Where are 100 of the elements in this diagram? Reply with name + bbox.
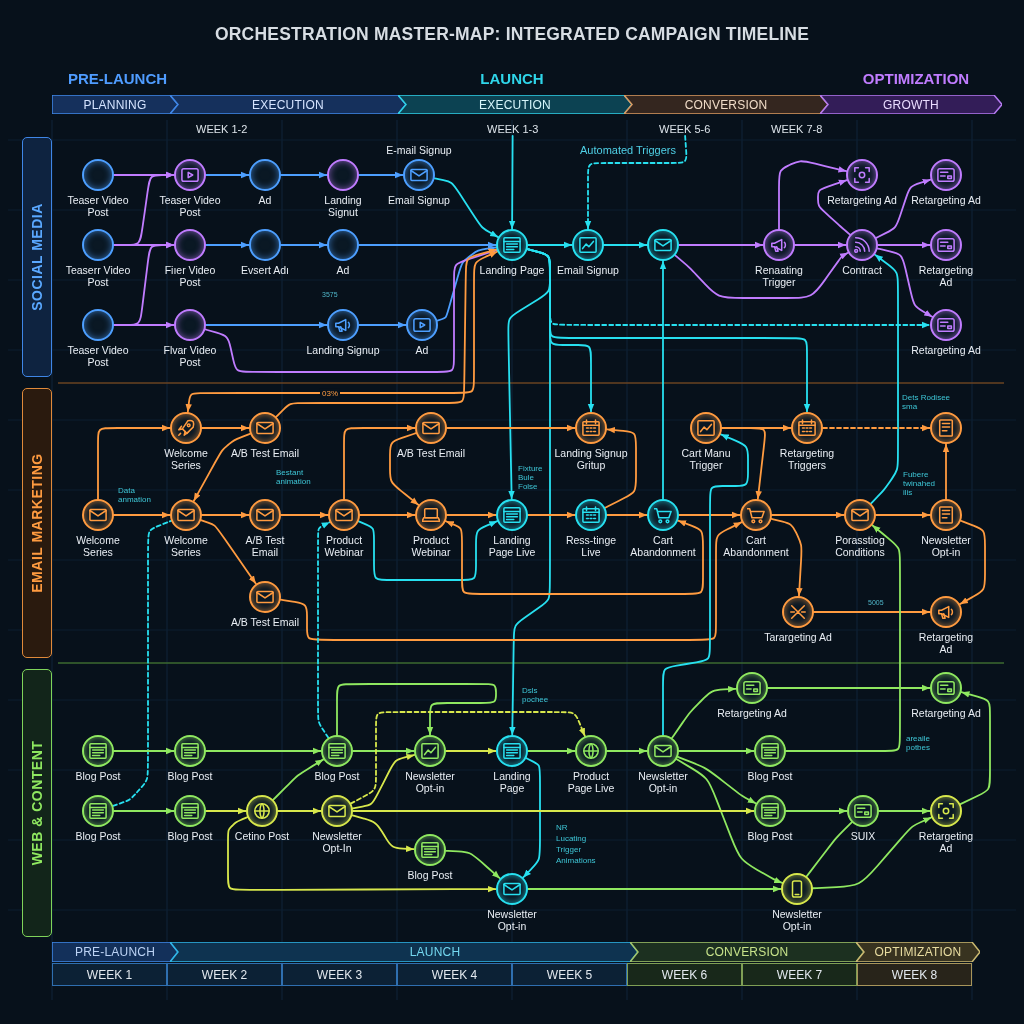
week-name: WEEK 6 bbox=[661, 967, 708, 982]
step-label: Newsletter Opt-in bbox=[920, 534, 972, 558]
arrow bbox=[508, 135, 516, 230]
step-label: Teaser Video Post bbox=[158, 194, 222, 218]
arrow bbox=[767, 684, 931, 692]
arrow bbox=[812, 816, 933, 890]
phase-banner bbox=[856, 942, 980, 962]
annotation-text: NR bbox=[556, 823, 568, 832]
step-label: Blog Post bbox=[74, 770, 122, 782]
arrow bbox=[677, 756, 757, 805]
step-label: Cetino Post bbox=[233, 830, 291, 842]
phase-banner bbox=[170, 942, 638, 962]
phase-banner bbox=[398, 95, 632, 114]
annotation-text: Fixture Bule Folse bbox=[518, 464, 544, 491]
annotation-text: Automated Triggers bbox=[580, 144, 676, 156]
arrow bbox=[675, 758, 784, 884]
step-label: A/B Test Email bbox=[229, 447, 301, 459]
timeline-week bbox=[742, 963, 857, 986]
annotation-text: Trigger bbox=[556, 845, 582, 854]
annotation-text: Animations bbox=[556, 856, 596, 865]
annotation-text: Fubere twinahed ilis bbox=[903, 470, 937, 497]
week-name: WEEK 8 bbox=[891, 967, 938, 982]
arrow bbox=[358, 241, 497, 249]
step-note: E-mail Signup bbox=[385, 144, 453, 156]
step-label: Ad bbox=[335, 264, 351, 276]
step-label: Ad bbox=[414, 344, 430, 356]
step-label: A/B Test Email bbox=[395, 447, 467, 459]
step-label: Blog Post bbox=[406, 869, 454, 881]
step-label: Email Signup bbox=[556, 264, 620, 276]
dashed-connector-line bbox=[112, 520, 172, 807]
phase-heading: PRE-LAUNCH bbox=[66, 70, 169, 87]
arrow bbox=[942, 443, 950, 500]
step-label: Landing Signut bbox=[323, 194, 363, 218]
swimlane-header bbox=[22, 388, 52, 658]
arrow bbox=[527, 511, 576, 519]
arrow bbox=[603, 241, 648, 249]
arrow bbox=[959, 691, 991, 805]
arrow bbox=[279, 521, 743, 641]
phase-name: PRE-LAUNCH bbox=[75, 945, 155, 959]
step-label: Welcome Series bbox=[163, 447, 209, 471]
step-label: Retargeting Ad bbox=[716, 707, 788, 719]
arrow bbox=[770, 518, 803, 597]
week-name: WEEK 4 bbox=[431, 967, 478, 982]
annotation-text: Dets Rodisee sma bbox=[902, 393, 952, 411]
arrow bbox=[527, 241, 573, 249]
arrow bbox=[113, 807, 175, 815]
step-label: Newsletter Opt-in bbox=[404, 770, 456, 794]
phase-banner bbox=[820, 95, 1002, 114]
dashed-arrow bbox=[584, 135, 688, 230]
step-circle bbox=[647, 229, 679, 261]
step-label: Blog Post bbox=[166, 830, 214, 842]
step-label: Retargeting Ad bbox=[910, 344, 982, 356]
step-label: Welcome Series bbox=[75, 534, 121, 558]
week-name: WEEK 1 bbox=[86, 967, 133, 982]
arrow bbox=[604, 426, 637, 509]
timeline-week bbox=[167, 963, 282, 986]
arrow bbox=[201, 424, 250, 432]
arrow bbox=[671, 686, 737, 739]
step-label: Blog Post bbox=[746, 830, 794, 842]
step-label: Product Page Live bbox=[566, 770, 616, 794]
arrow bbox=[678, 511, 741, 519]
phase-banner bbox=[170, 95, 406, 114]
step-label: Ress-tinge Live bbox=[564, 534, 618, 558]
arrow bbox=[351, 814, 415, 852]
week-range-label: WEEK 1-3 bbox=[487, 123, 539, 136]
arrow bbox=[352, 747, 415, 755]
arrow bbox=[721, 424, 792, 432]
arrow bbox=[794, 241, 847, 249]
step-label: Landing Signup Gritup bbox=[553, 447, 629, 471]
arrow bbox=[606, 747, 648, 755]
step-label: Teaser Video Post bbox=[66, 194, 130, 218]
step-label: Newsletter Opt-in bbox=[771, 908, 823, 932]
arrow bbox=[277, 807, 322, 815]
arrow bbox=[771, 511, 845, 519]
step-label: A/B Test Email bbox=[244, 534, 286, 558]
arrow bbox=[870, 253, 899, 505]
arrow bbox=[875, 511, 931, 519]
arrow bbox=[959, 519, 986, 606]
step-label: Teaserr Video Post bbox=[64, 264, 132, 288]
arrow bbox=[875, 178, 932, 239]
arrow bbox=[352, 807, 755, 815]
arrow bbox=[527, 747, 576, 755]
step-label: Fiıer Video Post bbox=[163, 264, 217, 288]
timeline-week bbox=[512, 963, 627, 986]
arrow bbox=[227, 816, 497, 893]
step-label: Blog Post bbox=[313, 770, 361, 782]
arrow bbox=[192, 432, 251, 502]
step-label: Blog Post bbox=[74, 830, 122, 842]
timeline-week bbox=[282, 963, 397, 986]
phase-heading: LAUNCH bbox=[479, 70, 545, 87]
lane-title: WEB & CONTENT bbox=[29, 740, 45, 866]
arrow bbox=[509, 248, 551, 736]
week-range-label: WEEK 1-2 bbox=[196, 123, 248, 136]
dashed-arrow bbox=[350, 711, 586, 805]
step-label: Contract bbox=[841, 264, 883, 276]
phase-name: CONVERSION bbox=[705, 945, 789, 959]
arrow bbox=[876, 247, 934, 318]
step-label: Newsletter Opt-in bbox=[637, 770, 689, 794]
arrow bbox=[436, 245, 498, 322]
step-label: Retargeting Ad bbox=[917, 631, 975, 655]
